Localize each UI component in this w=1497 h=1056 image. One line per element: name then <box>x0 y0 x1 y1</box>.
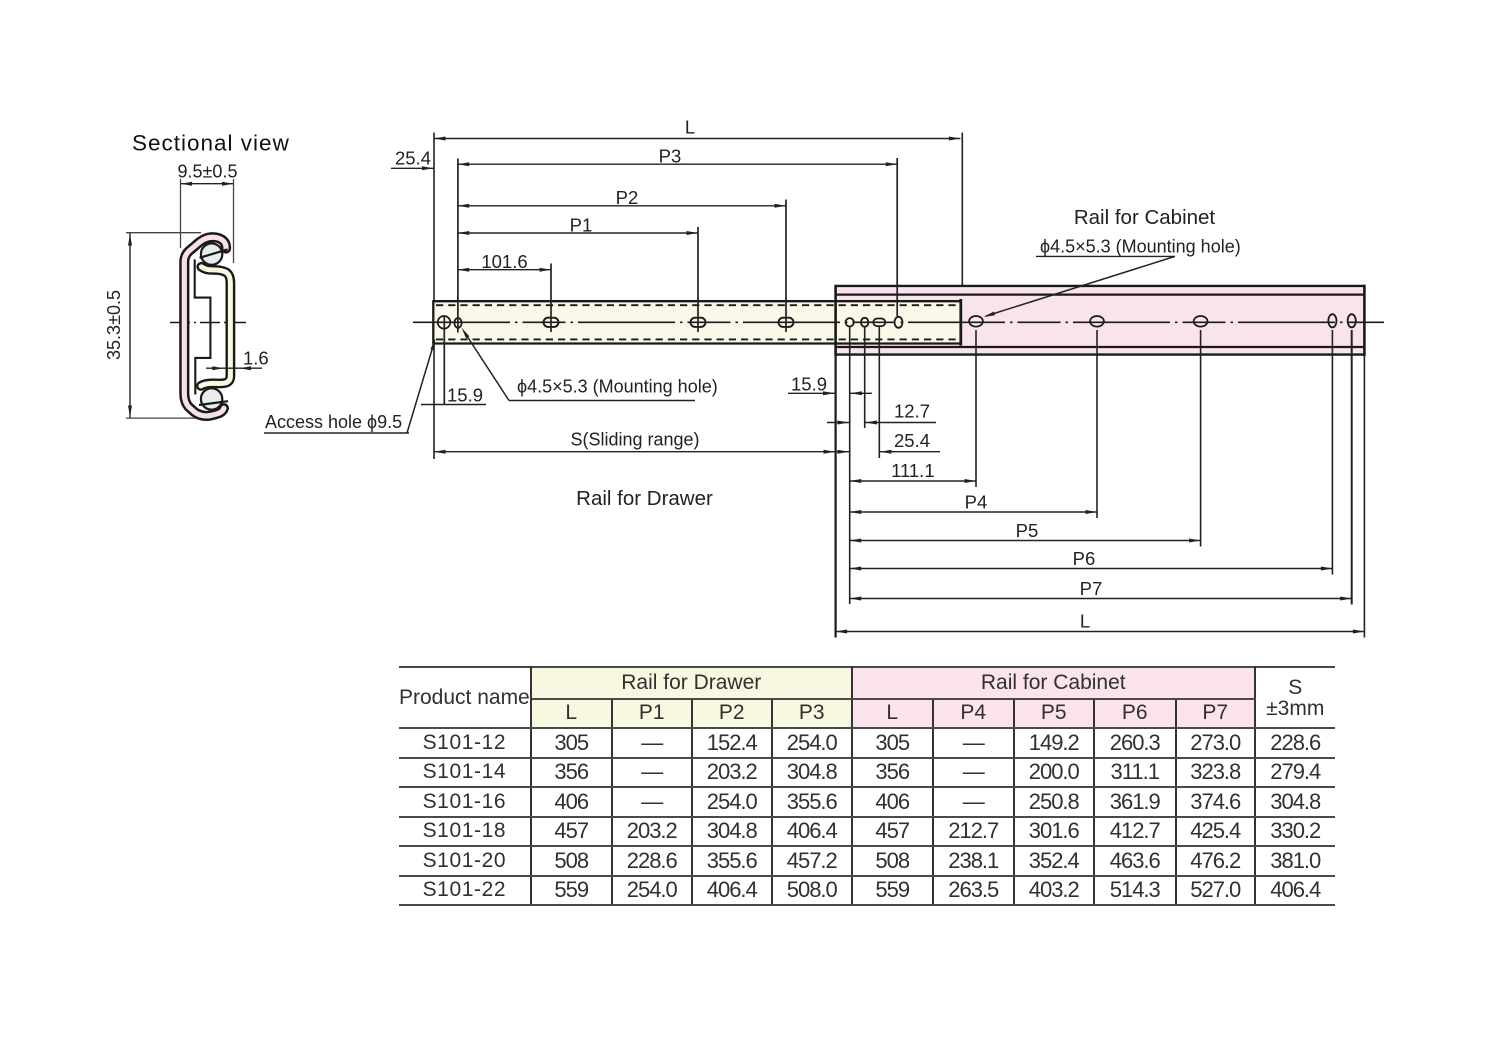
svg-text:ϕ4.5×5.3 (Mounting hole): ϕ4.5×5.3 (Mounting hole) <box>1040 237 1241 257</box>
svg-text:P6: P6 <box>1073 548 1096 569</box>
svg-text:101.6: 101.6 <box>481 251 527 272</box>
svg-text:25.4: 25.4 <box>395 148 431 169</box>
svg-text:25.4: 25.4 <box>894 430 930 451</box>
svg-text:Access hole ϕ9.5: Access hole ϕ9.5 <box>265 412 402 432</box>
svg-text:ϕ4.5×5.3 (Mounting hole): ϕ4.5×5.3 (Mounting hole) <box>517 377 718 397</box>
svg-text:15.9: 15.9 <box>447 385 483 406</box>
svg-text:15.9: 15.9 <box>791 374 827 395</box>
svg-text:Sectional view: Sectional view <box>132 131 290 156</box>
svg-text:S(Sliding range): S(Sliding range) <box>570 430 699 450</box>
svg-text:9.5±0.5: 9.5±0.5 <box>178 161 238 181</box>
svg-text:P3: P3 <box>659 146 682 167</box>
svg-text:L: L <box>1080 611 1090 632</box>
svg-text:Rail for Cabinet: Rail for Cabinet <box>1074 206 1216 229</box>
svg-text:P7: P7 <box>1080 578 1103 599</box>
svg-text:P1: P1 <box>570 214 593 235</box>
svg-text:1.6: 1.6 <box>243 348 269 369</box>
svg-text:P4: P4 <box>965 492 988 513</box>
svg-text:Rail for Drawer: Rail for Drawer <box>576 487 713 510</box>
svg-text:P2: P2 <box>616 187 639 208</box>
svg-text:P5: P5 <box>1016 520 1039 541</box>
svg-text:35.3±0.5: 35.3±0.5 <box>104 290 124 360</box>
svg-text:111.1: 111.1 <box>891 460 935 481</box>
svg-text:12.7: 12.7 <box>894 401 930 422</box>
svg-text:L: L <box>685 117 695 138</box>
